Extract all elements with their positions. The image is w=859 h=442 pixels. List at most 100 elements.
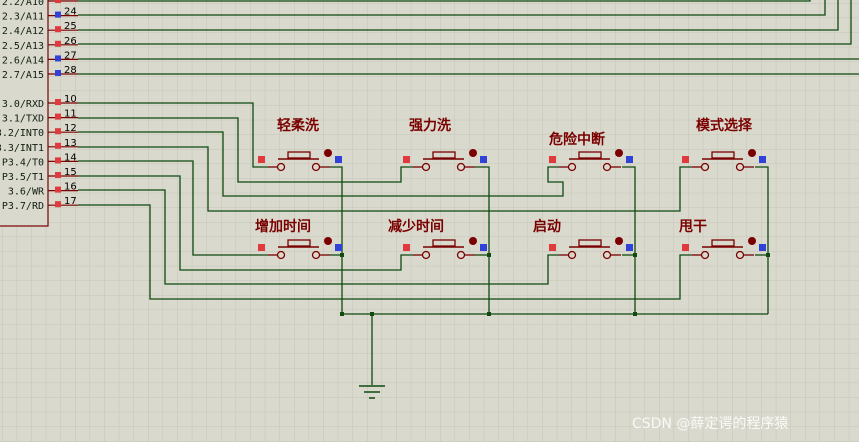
pin-state-marker — [55, 70, 61, 76]
plunger-cap — [711, 151, 735, 159]
pin-state-marker — [55, 11, 61, 18]
click-indicator-icon[interactable] — [469, 149, 477, 157]
button-label: 甩干 — [678, 219, 707, 235]
button-pin-right-marker — [480, 156, 487, 163]
pin-label: P3.4/T0 — [2, 157, 44, 168]
pin-label: 2.3/A11 — [2, 12, 44, 23]
plunger-cap — [711, 239, 735, 247]
button-pin-right-marker — [759, 156, 766, 163]
port2-pin-24[interactable]: 2.3/A11 24 — [2, 7, 78, 23]
pin-state-marker — [55, 40, 61, 47]
button-label: 模式选择 — [696, 117, 753, 134]
pin-number: 25 — [64, 21, 77, 32]
button-pin-left-marker — [403, 244, 410, 251]
plunger-cap — [287, 151, 311, 159]
click-indicator-icon[interactable] — [615, 237, 623, 245]
port2-pin-23[interactable]: 2.2/A1023 — [2, 0, 78, 8]
push-button-6[interactable]: 减少时间 — [388, 218, 487, 260]
pin-state-marker — [55, 201, 61, 208]
mcu-body[interactable] — [0, 0, 49, 227]
pin-state-marker — [55, 128, 61, 135]
pin-label: 2.4/A12 — [2, 26, 44, 37]
push-button-2[interactable]: 强力洗 — [403, 117, 487, 172]
pin-state-marker — [55, 113, 61, 120]
click-indicator-icon[interactable] — [748, 237, 756, 245]
port2-wires — [78, 0, 859, 75]
pin-number: 12 — [64, 123, 77, 134]
port2-pin-25[interactable]: 2.4/A12 25 — [2, 21, 78, 37]
push-button-4[interactable]: 模式选择 — [682, 117, 766, 172]
pin-state-marker — [55, 55, 61, 62]
port3-pin-12[interactable]: 3.2/INT0 12 — [0, 123, 78, 139]
pin-state-marker — [55, 99, 61, 105]
click-indicator-icon[interactable] — [324, 237, 332, 245]
click-indicator-icon[interactable] — [324, 149, 332, 157]
click-indicator-icon[interactable] — [469, 237, 477, 245]
pin-state-marker — [55, 186, 61, 193]
plunger-cap — [432, 151, 456, 159]
port3-pin-16[interactable]: 3.6/WR 16 — [8, 182, 78, 198]
pin-label: P3.5/T1 — [2, 172, 44, 183]
pin-label: 2.5/A13 — [2, 41, 44, 52]
button-label: 启动 — [533, 218, 561, 235]
plunger-cap — [578, 151, 602, 159]
pin-number: 23 — [64, 0, 77, 3]
click-indicator-icon[interactable] — [748, 149, 756, 157]
push-button-5[interactable]: 增加时间 — [255, 218, 342, 260]
pin-number: 16 — [64, 182, 77, 193]
port2-pin-28[interactable]: 2.7/A15 28 — [2, 65, 78, 81]
pin-number: 10 — [64, 94, 77, 105]
button-pin-right-marker — [759, 244, 766, 251]
push-button-1[interactable]: 轻柔洗 — [258, 117, 342, 172]
pin-number: 24 — [64, 7, 77, 18]
pin-number: 17 — [64, 196, 77, 207]
port2-pin-27[interactable]: 2.6/A14 27 — [2, 50, 78, 66]
pin-label: 3.3/INT1 — [0, 143, 44, 154]
port3-pin-17[interactable]: P3.7/RD 17 — [2, 196, 78, 212]
ground-symbol[interactable] — [359, 385, 385, 399]
pin-label: P3.7/RD — [2, 201, 44, 212]
button-label: 轻柔洗 — [277, 117, 319, 134]
plunger-cap — [287, 239, 311, 247]
button-pin-right-marker — [480, 244, 487, 251]
button-pin-left-marker — [403, 156, 410, 163]
pin-number: 15 — [64, 167, 77, 178]
pin-label: 2.7/A15 — [2, 70, 44, 81]
port2-pins: 2.2/A1023 2.3/A11 24 2.4/A12 25 2.5/A13 26 2.6/… — [2, 0, 78, 81]
button-pin-right-marker — [335, 244, 342, 251]
port3-pin-13[interactable]: 3.3/INT1 13 — [0, 138, 78, 154]
pin-label: 3.1/TXD — [2, 114, 44, 125]
push-button-7[interactable]: 启动 — [533, 218, 633, 260]
button-pin-right-marker — [626, 244, 633, 251]
push-button-3[interactable]: 危险中断 — [548, 131, 633, 172]
junctions — [340, 253, 770, 316]
push-button-8[interactable]: 甩干 — [678, 219, 766, 260]
button-label: 强力洗 — [409, 117, 451, 134]
button-label: 减少时间 — [388, 218, 444, 235]
button-label: 增加时间 — [255, 218, 311, 235]
button-pin-left-marker — [258, 156, 265, 163]
pin-label: 2.6/A14 — [2, 55, 44, 66]
button-label: 危险中断 — [548, 131, 605, 148]
pin-number: 26 — [64, 36, 77, 47]
port2-pin-26[interactable]: 2.5/A13 26 — [2, 36, 78, 52]
plunger-cap — [432, 239, 456, 247]
port3-pin-15[interactable]: P3.5/T1 15 — [2, 167, 78, 183]
pin-number: 28 — [64, 65, 77, 76]
pin-state-marker — [55, 0, 61, 3]
pin-number: 27 — [64, 50, 77, 61]
click-indicator-icon[interactable] — [615, 149, 623, 157]
plunger-cap — [578, 239, 602, 247]
button-pin-left-marker — [549, 244, 556, 251]
pin-label: 3.2/INT0 — [0, 128, 44, 139]
pin-state-marker — [55, 172, 61, 178]
button-pin-left-marker — [258, 244, 265, 251]
pin-label: 3.6/WR — [8, 187, 45, 198]
pin-number: 13 — [64, 138, 77, 149]
button-pin-left-marker — [549, 156, 556, 163]
